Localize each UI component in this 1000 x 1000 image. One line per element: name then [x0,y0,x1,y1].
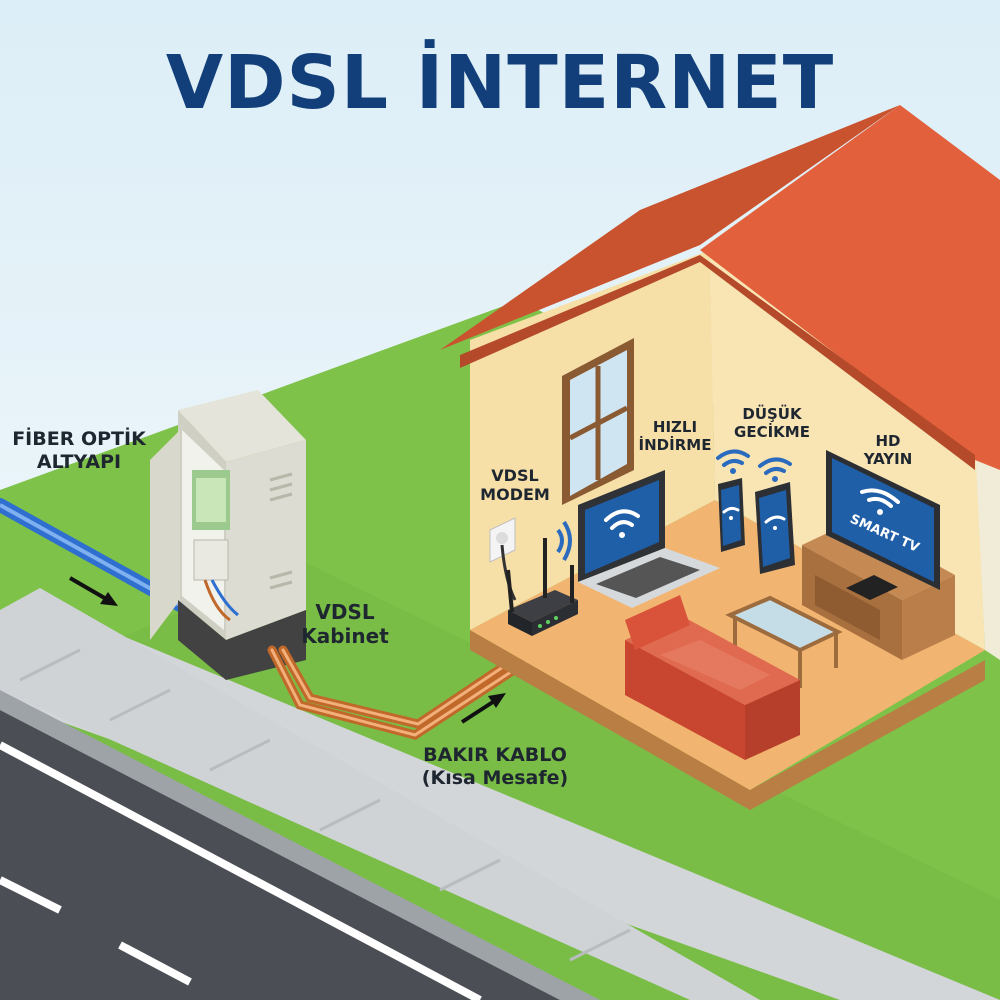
download-label-line1: HIZLI [652,418,698,436]
modem-label-line2: MODEM [480,485,550,505]
hd-label-line2: YAYIN [863,450,913,468]
modem-label: VDSL MODEM [470,466,560,504]
roof [440,105,1000,470]
cabinet-label: VDSL Kabinet [295,600,395,648]
download-label: HIZLI İNDİRME [625,418,725,454]
smart-tv [826,450,940,590]
sofa [625,595,800,760]
fiber-label: FİBER OPTİK ALTYAPI [0,428,158,474]
laptop [578,470,720,608]
wifi-icon [722,506,786,530]
arrow-icon [460,693,506,724]
fiber-label-line2: ALTYAPI [36,450,122,473]
cabinet-label-line2: Kabinet [301,624,389,648]
arrow-icon [68,576,118,606]
wifi-icon [860,488,900,515]
copper-label-line2: (Kısa Mesafe) [421,766,569,789]
page-title: VDSL İNTERNET [165,40,835,126]
wifi-icon [716,449,792,482]
hd-label: HD YAYIN [848,432,928,468]
sidewalk-joints [19,648,631,962]
house-wall-edge [975,440,1000,660]
latency-label-line2: GECİKME [734,423,810,441]
wifi-icon [556,520,572,562]
modem-label-line1: VDSL [491,466,539,485]
house-foundation [470,630,985,810]
road [0,710,560,1000]
sidewalk-main [0,588,760,1000]
vdsl-modem [506,538,578,636]
hd-label-line1: HD [875,432,901,450]
fiber-label-line1: FİBER OPTİK [12,428,146,450]
road-lane-marks [0,741,482,1000]
cabinet-label-line1: VDSL [315,600,375,624]
roof-side [440,105,900,350]
sidewalk [0,610,1000,1000]
copper-label-line1: BAKIR KABLO [423,744,567,766]
latency-label-line1: DÜŞÜK [742,405,802,423]
tablet [718,478,745,552]
copper-label: BAKIR KABLO (Kısa Mesafe) [405,744,585,790]
wifi-icon [604,509,640,538]
power-socket-icon [489,517,516,563]
vdsl-cabinet [150,390,306,680]
curb [0,690,600,1000]
window [562,338,634,505]
download-label-line2: İNDİRME [638,436,712,454]
latency-label: DÜŞÜK GECİKME [722,405,822,441]
